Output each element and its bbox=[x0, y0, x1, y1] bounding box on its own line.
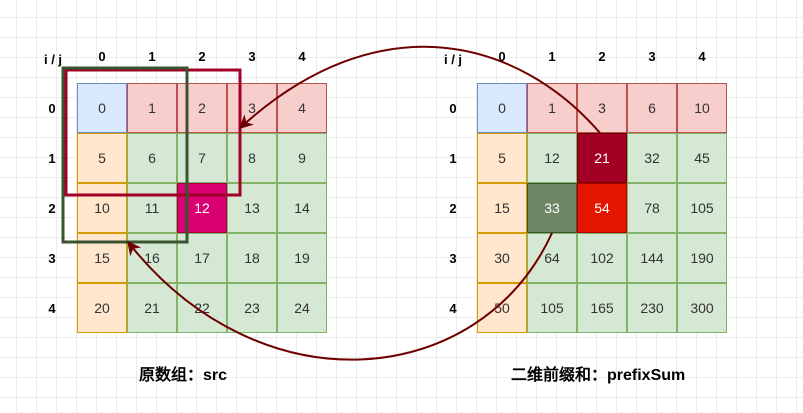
prefix-col-label-4: 4 bbox=[698, 49, 706, 64]
prefix-cell-2-1: 33 bbox=[527, 183, 577, 233]
src-cell-4-4: 24 bbox=[277, 283, 327, 333]
src-cell-2-4: 14 bbox=[277, 183, 327, 233]
src-cell-2-1: 11 bbox=[127, 183, 177, 233]
src-row-label-3: 3 bbox=[48, 251, 56, 266]
prefix-cell-3-3: 144 bbox=[627, 233, 677, 283]
src-cell-1-0: 5 bbox=[77, 133, 127, 183]
prefix-cell-3-0: 30 bbox=[477, 233, 527, 283]
arrow-prefix-21-to-src bbox=[238, 45, 601, 134]
src-corner-label: i / j bbox=[43, 52, 63, 67]
src-cell-2-3: 13 bbox=[227, 183, 277, 233]
prefix-row-label-3: 3 bbox=[449, 251, 457, 266]
src-cell-2-0: 10 bbox=[77, 183, 127, 233]
src-col-label-2: 2 bbox=[198, 49, 206, 64]
prefix-cell-4-3: 230 bbox=[627, 283, 677, 333]
src-cell-1-4: 9 bbox=[277, 133, 327, 183]
prefix-cell-4-0: 50 bbox=[477, 283, 527, 333]
prefix-cell-2-4: 105 bbox=[677, 183, 727, 233]
prefix-cell-1-3: 32 bbox=[627, 133, 677, 183]
prefix-cell-2-3: 78 bbox=[627, 183, 677, 233]
prefix-col-label-1: 1 bbox=[548, 49, 556, 64]
prefix-row-label-2: 2 bbox=[449, 201, 457, 216]
prefix-cell-1-4: 45 bbox=[677, 133, 727, 183]
src-cell-4-2: 22 bbox=[177, 283, 227, 333]
src-row-label-1: 1 bbox=[48, 151, 56, 166]
prefix-cell-0-4: 10 bbox=[677, 83, 727, 133]
src-row-label-4: 4 bbox=[48, 301, 56, 316]
prefix-cell-2-2: 54 bbox=[577, 183, 627, 233]
prefix-col-label-2: 2 bbox=[598, 49, 606, 64]
src-cell-0-2: 2 bbox=[177, 83, 227, 133]
prefix-cell-3-4: 190 bbox=[677, 233, 727, 283]
src-col-label-0: 0 bbox=[98, 49, 106, 64]
prefix-col-label-0: 0 bbox=[498, 49, 506, 64]
prefix-row-label-1: 1 bbox=[449, 151, 457, 166]
col-sum-highlight-box bbox=[61, 66, 189, 244]
prefix-corner-label: i / j bbox=[443, 52, 463, 67]
prefix-caption: 二维前缀和：prefixSum bbox=[511, 367, 686, 384]
prefix-cell-4-2: 165 bbox=[577, 283, 627, 333]
src-col-label-1: 1 bbox=[148, 49, 156, 64]
prefix-row-label-0: 0 bbox=[449, 101, 457, 116]
src-cell-3-2: 17 bbox=[177, 233, 227, 283]
prefix-cell-2-0: 15 bbox=[477, 183, 527, 233]
arrow-prefix-33-to-src bbox=[127, 232, 553, 361]
src-col-label-3: 3 bbox=[248, 49, 256, 64]
src-cell-1-2: 7 bbox=[177, 133, 227, 183]
src-cell-1-1: 6 bbox=[127, 133, 177, 183]
src-cell-0-3: 3 bbox=[227, 83, 277, 133]
src-cell-4-0: 20 bbox=[77, 283, 127, 333]
prefix-row-label-4: 4 bbox=[449, 301, 457, 316]
prefix-cell-1-2: 21 bbox=[577, 133, 627, 183]
src-cell-1-3: 8 bbox=[227, 133, 277, 183]
prefix-cell-3-2: 102 bbox=[577, 233, 627, 283]
prefix-cell-0-0: 0 bbox=[477, 83, 527, 133]
prefix-cell-1-0: 5 bbox=[477, 133, 527, 183]
prefix-cell-4-1: 105 bbox=[527, 283, 577, 333]
src-cell-3-4: 19 bbox=[277, 233, 327, 283]
src-cell-2-2: 12 bbox=[177, 183, 227, 233]
src-caption: 原数组：src bbox=[139, 367, 228, 384]
src-col-label-4: 4 bbox=[298, 49, 306, 64]
prefix-cell-0-2: 3 bbox=[577, 83, 627, 133]
prefix-col-label-3: 3 bbox=[648, 49, 656, 64]
row-sum-highlight-box bbox=[64, 68, 242, 197]
src-row-label-0: 0 bbox=[48, 101, 56, 116]
src-cell-3-3: 18 bbox=[227, 233, 277, 283]
src-row-label-2: 2 bbox=[48, 201, 56, 216]
prefix-cell-4-4: 300 bbox=[677, 283, 727, 333]
src-cell-0-0: 0 bbox=[77, 83, 127, 133]
src-cell-4-3: 23 bbox=[227, 283, 277, 333]
src-cell-0-1: 1 bbox=[127, 83, 177, 133]
prefix-cell-1-1: 12 bbox=[527, 133, 577, 183]
prefix-cell-0-3: 6 bbox=[627, 83, 677, 133]
src-cell-4-1: 21 bbox=[127, 283, 177, 333]
